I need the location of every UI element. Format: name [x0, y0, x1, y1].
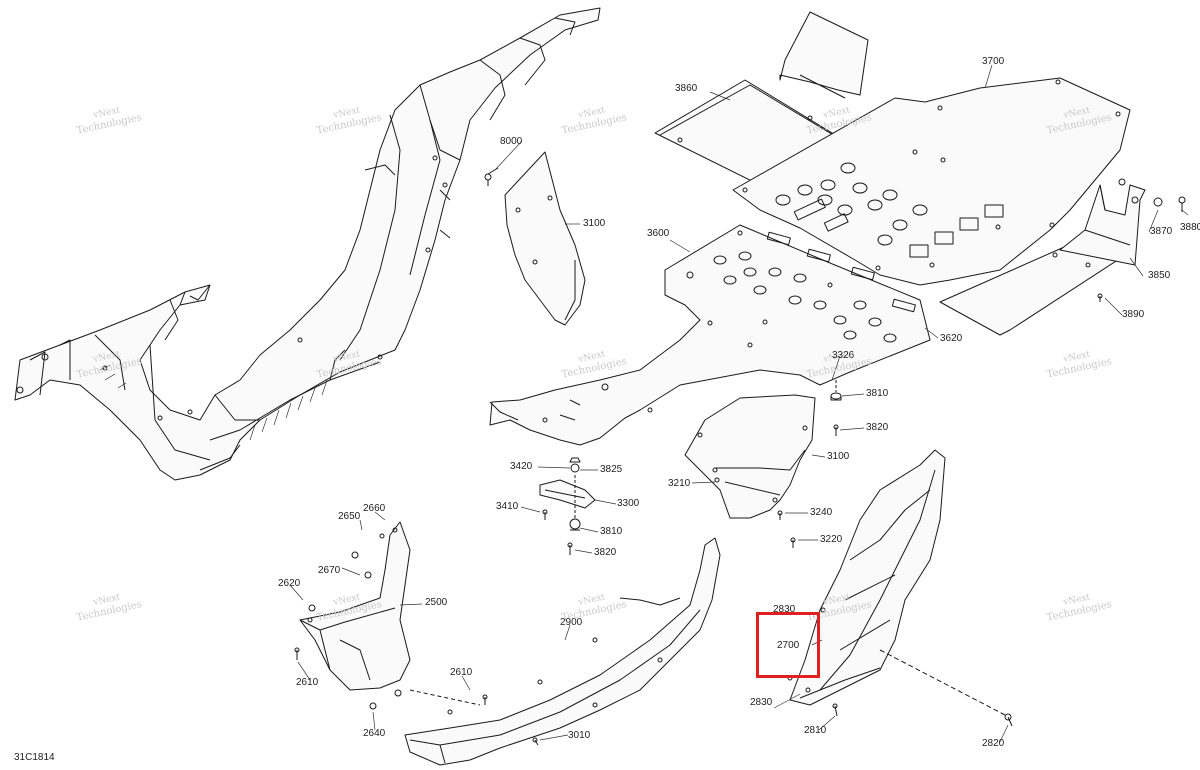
part-label-3820-upper[interactable]: 3820 — [866, 422, 889, 433]
bracket-3870[interactable] — [1097, 178, 1186, 302]
part-label-2500[interactable]: 2500 — [425, 597, 448, 608]
left-fender-frame[interactable] — [14, 7, 601, 481]
part-label-2610-left[interactable]: 2610 — [296, 677, 319, 688]
part-label-3820-lower[interactable]: 3820 — [594, 547, 617, 558]
part-label-3620[interactable]: 3620 — [940, 333, 963, 344]
fastener-stack-3825[interactable] — [542, 457, 581, 555]
part-label-3810-upper[interactable]: 3810 — [866, 388, 889, 399]
rocker-panel-2900[interactable] — [404, 537, 721, 766]
part-label-3860[interactable]: 3860 — [675, 83, 698, 94]
part-label-3010[interactable]: 3010 — [568, 730, 591, 741]
floor-panel-3700[interactable] — [732, 11, 1131, 286]
part-label-2640[interactable]: 2640 — [363, 728, 386, 739]
part-label-2820[interactable]: 2820 — [982, 738, 1005, 749]
part-label-3326[interactable]: 3326 — [832, 350, 855, 361]
part-label-3850[interactable]: 3850 — [1148, 270, 1171, 281]
part-label-3825[interactable]: 3825 — [600, 464, 623, 475]
part-label-2620[interactable]: 2620 — [278, 578, 301, 589]
panel-3850[interactable] — [939, 184, 1146, 336]
fastener-3810-upper[interactable] — [830, 380, 842, 436]
part-label-3600[interactable]: 3600 — [647, 228, 670, 239]
part-label-2660[interactable]: 2660 — [363, 503, 386, 514]
part-label-3890[interactable]: 3890 — [1122, 309, 1145, 320]
bracket-3300[interactable] — [539, 479, 596, 509]
part-label-8000[interactable]: 8000 — [500, 136, 523, 147]
part-label-2670[interactable]: 2670 — [318, 565, 341, 576]
part-label-3870[interactable]: 3870 — [1150, 226, 1173, 237]
part-label-2830-upper[interactable]: 2830 — [773, 604, 796, 615]
selected-part-highlight — [756, 612, 820, 678]
part-label-3700[interactable]: 3700 — [982, 56, 1005, 67]
deflector-3100-upper[interactable] — [504, 151, 586, 326]
part-label-3210[interactable]: 3210 — [668, 478, 691, 489]
part-label-3810-lower[interactable]: 3810 — [600, 526, 623, 537]
part-label-3410[interactable]: 3410 — [496, 501, 519, 512]
part-label-3300[interactable]: 3300 — [617, 498, 640, 509]
side-panel-2500[interactable] — [294, 521, 488, 710]
part-label-2700[interactable]: 2700 — [777, 640, 800, 651]
part-label-2810[interactable]: 2810 — [804, 725, 827, 736]
part-label-3240[interactable]: 3240 — [810, 507, 833, 518]
part-label-2610-right[interactable]: 2610 — [450, 667, 473, 678]
floor-panel-3600[interactable] — [489, 224, 931, 446]
diagram-code: 31C1814 — [14, 752, 55, 763]
part-label-3220[interactable]: 3220 — [820, 534, 843, 545]
side-panel-2700[interactable] — [787, 449, 1013, 727]
part-label-3100-upper[interactable]: 3100 — [583, 218, 606, 229]
fastener-3240[interactable] — [714, 477, 796, 548]
deflector-3100-lower[interactable] — [684, 394, 816, 519]
screw-8000[interactable] — [484, 167, 499, 186]
part-label-3880[interactable]: 3880 — [1180, 222, 1200, 233]
part-label-3420[interactable]: 3420 — [510, 461, 533, 472]
part-label-2900[interactable]: 2900 — [560, 617, 583, 628]
part-label-3100-lower[interactable]: 3100 — [827, 451, 850, 462]
part-label-2650[interactable]: 2650 — [338, 511, 361, 522]
part-label-2830-lower[interactable]: 2830 — [750, 697, 773, 708]
